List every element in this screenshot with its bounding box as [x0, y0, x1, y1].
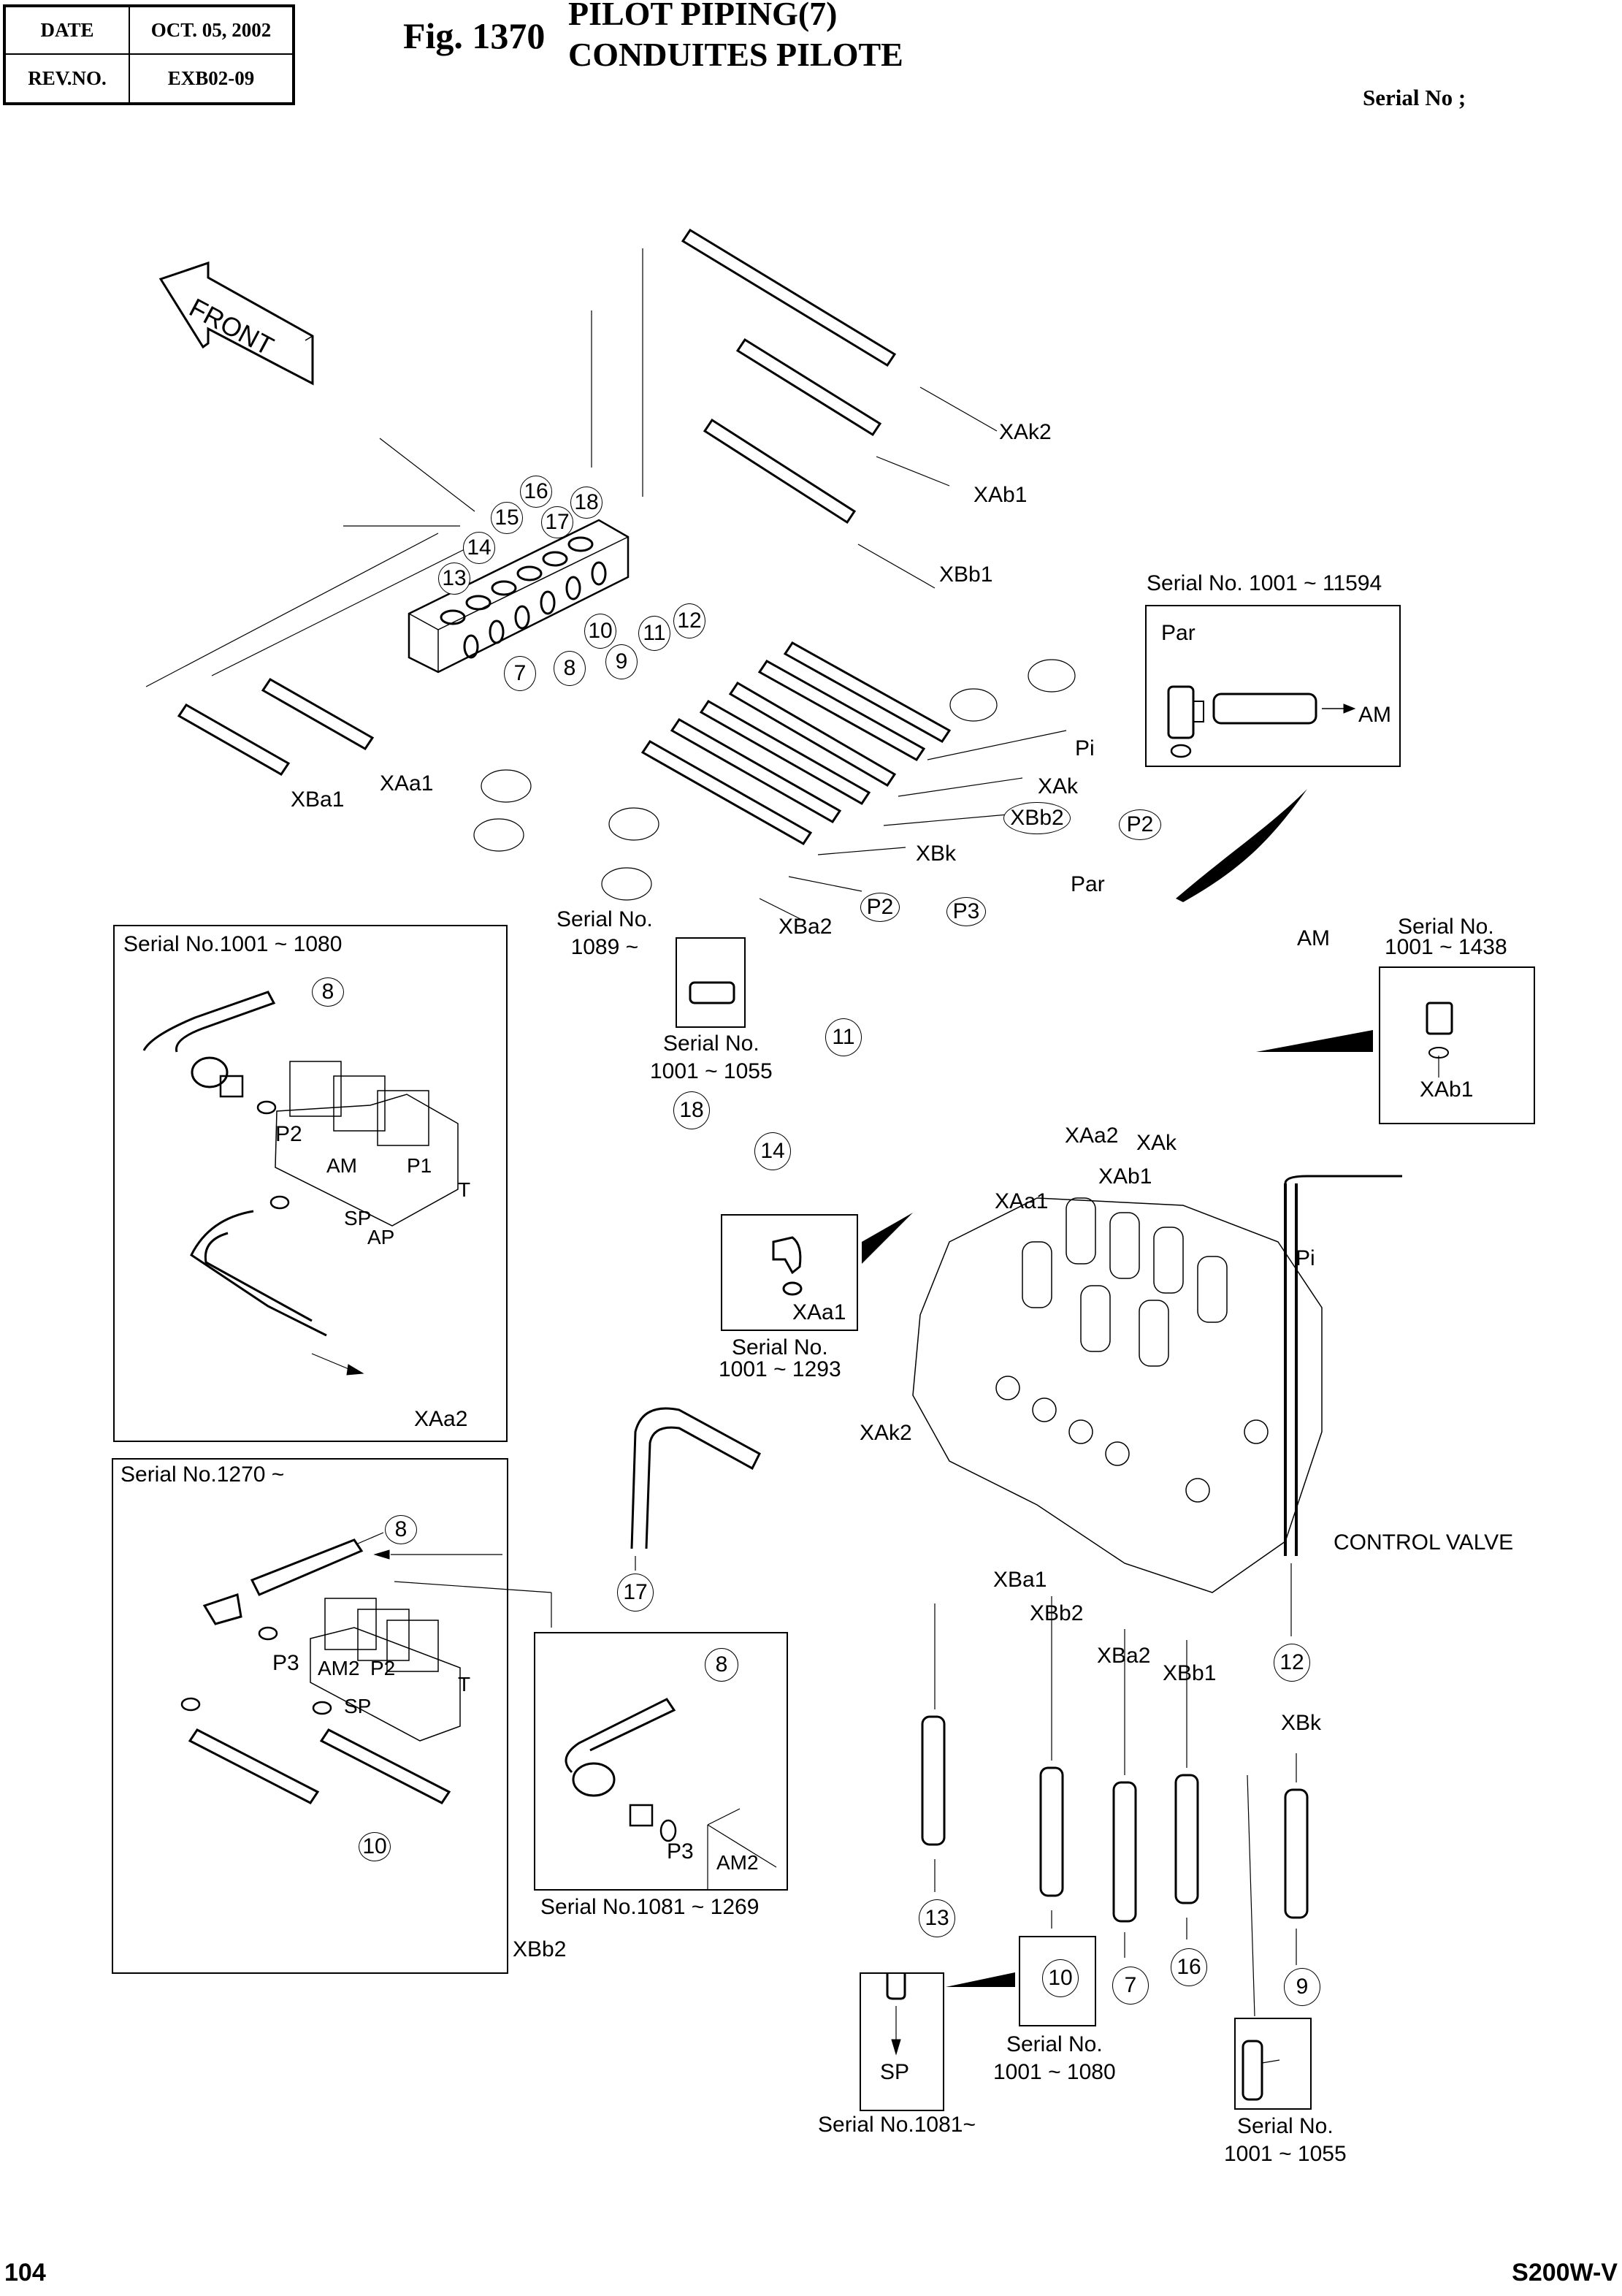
- port-label-par: Par: [1071, 872, 1105, 896]
- figure-number: Fig. 1370: [403, 15, 546, 56]
- callout-13: 13: [438, 562, 470, 595]
- port-bubble-p2-top: P2: [1119, 809, 1161, 840]
- front-arrow-icon: [158, 261, 314, 386]
- port-label-pi-top: Pi: [1075, 736, 1095, 760]
- port-label-xba1-left: XBa1: [291, 787, 345, 812]
- inset-1080-bottom-box: 10: [1019, 1936, 1096, 2026]
- port-label-xab1: XAb1: [1098, 1164, 1152, 1189]
- elbow-fitting-icon: [1426, 1002, 1453, 1078]
- port-label-xba2-top: XBa2: [779, 915, 833, 939]
- title-fr: CONDUITES PILOTE: [568, 36, 903, 73]
- port-label-xak: XAk: [1136, 1131, 1177, 1155]
- valve-block-icon: [142, 991, 459, 1376]
- leader-lines-top: [145, 248, 998, 687]
- leader-lines-mid: [473, 659, 1076, 921]
- serial-number-label: Serial No ;: [1363, 85, 1466, 110]
- inset-1055-bottom-box: [1234, 2018, 1312, 2110]
- valve-block-icon: [180, 1532, 502, 1804]
- inset-11594-box: Par AM: [1145, 605, 1401, 767]
- callout-7-bottom: 7: [1112, 1967, 1149, 2005]
- inset-1269-box: 8 P3 AM2: [534, 1632, 788, 1891]
- hoses-mid: [640, 641, 952, 845]
- callout-8: 8: [554, 651, 586, 686]
- inset-1080-left-box: Serial No.1001 ~ 1080 8 P2 AM P1 T SP AP…: [113, 925, 508, 1442]
- inset-1080-bottom-caption: Serial No. 1001 ~ 1080: [993, 2032, 1116, 2084]
- leader-lines-bottom: [394, 1556, 1297, 2017]
- revision-table: DATE OCT. 05, 2002 REV.NO. EXB02-09: [3, 4, 295, 105]
- inset-1270-box: Serial No.1270 ~ 8 10 P3 AM2 P2 T SP: [112, 1458, 508, 1974]
- hoses-bottom: [921, 1715, 1309, 1923]
- port-label-am: AM: [1297, 926, 1330, 950]
- hoses-top: [177, 228, 897, 776]
- callout-11: 11: [638, 616, 670, 651]
- inset-1269-caption: Serial No.1081 ~ 1269: [540, 1895, 760, 1919]
- callout-12-valve: 12: [1274, 1644, 1310, 1682]
- callout-17-valve: 17: [617, 1574, 654, 1612]
- port-label-xba2: XBa2: [1097, 1644, 1151, 1668]
- control-valve-body: [912, 1175, 1402, 1593]
- callout-16-bottom: 16: [1171, 1948, 1207, 1986]
- manifold-block: [408, 519, 630, 674]
- serial-1089-caption: Serial No. 1089 ~: [556, 907, 653, 959]
- callout-14-mid: 14: [754, 1132, 791, 1170]
- hose-end-icon: [886, 1974, 906, 2056]
- port-label-xbb1: XBb1: [1163, 1661, 1217, 1685]
- port-bubble-xbb2: XBb2: [1003, 802, 1071, 834]
- inset-1055-bottom-caption: Serial No. 1001 ~ 1055: [1224, 2114, 1347, 2166]
- tee-fitting-icon: [1167, 685, 1356, 758]
- port-label-xak-top: XAk: [1038, 774, 1079, 798]
- port-label-xak2-valve: XAk2: [860, 1421, 912, 1445]
- inset-1438-caption: Serial No. 1001 ~ 1438: [1385, 915, 1507, 959]
- callout-12: 12: [673, 603, 705, 638]
- callout-18: 18: [570, 487, 602, 519]
- page-number: 104: [4, 2259, 46, 2287]
- inset-1055-top-box: [676, 937, 746, 1028]
- callout-14: 14: [463, 532, 495, 564]
- callout-9-bottom: 9: [1284, 1968, 1320, 2006]
- port-label-xak2: XAk2: [999, 420, 1052, 444]
- port-label-xbb2-inset: XBb2: [513, 1937, 567, 1961]
- inset-1293-box: XAa1: [721, 1214, 858, 1331]
- port-label-xbk: XBk: [1281, 1711, 1322, 1735]
- port-label-xaa1: XAa1: [995, 1189, 1049, 1213]
- callout-10: 10: [584, 614, 616, 649]
- inset-pointers: [862, 789, 1373, 1987]
- port-label-xbb1-top: XBb1: [939, 562, 993, 587]
- rev-label: REV.NO.: [6, 55, 130, 102]
- date-label: DATE: [6, 7, 130, 55]
- callout-18-mid: 18: [673, 1091, 710, 1129]
- inset-1293-caption: Serial No. 1001 ~ 1293: [719, 1335, 841, 1381]
- title-en: PILOT PIPING(7): [568, 0, 838, 32]
- inset-1081-box: SP: [860, 1972, 944, 2111]
- port-label-xbk-top: XBk: [916, 842, 957, 866]
- port-label-xab1-top: XAb1: [973, 483, 1028, 507]
- callout-17: 17: [541, 506, 573, 538]
- callout-11-mid: 11: [825, 1018, 862, 1056]
- port-label-xba1: XBa1: [993, 1568, 1047, 1592]
- port-label-pi: Pi: [1296, 1246, 1315, 1270]
- date-value: OCT. 05, 2002: [130, 7, 292, 55]
- elbow-fitting-icon: [772, 1236, 803, 1296]
- port-label-xaa1-left: XAa1: [380, 771, 434, 796]
- port-label-xaa2: XAa2: [1065, 1124, 1119, 1148]
- port-label-xbb2: XBb2: [1030, 1601, 1084, 1625]
- callout-9: 9: [605, 644, 638, 679]
- pipe-17: [630, 1407, 761, 1549]
- port-bubble-p3-mid: P3: [946, 897, 986, 926]
- model-code: S200W-V: [1512, 2259, 1618, 2287]
- inset-1055-top-caption: Serial No. 1001 ~ 1055: [650, 1031, 773, 1083]
- plug-fitting-icon: [1242, 2040, 1280, 2101]
- elbow-hose-icon: [565, 1698, 777, 1889]
- inset-11594-caption: Serial No. 1001 ~ 11594: [1147, 571, 1382, 595]
- adapter-fitting-icon: [689, 981, 735, 1004]
- callout-7: 7: [504, 656, 536, 691]
- callout-15: 15: [491, 502, 523, 534]
- port-bubble-p2-mid: P2: [860, 893, 900, 922]
- callout-16: 16: [520, 476, 552, 508]
- inset-1438-box: XAb1: [1379, 966, 1535, 1124]
- inset-1081-caption: Serial No.1081~: [818, 2113, 976, 2137]
- rev-value: EXB02-09: [167, 67, 255, 89]
- callout-13-bottom: 13: [919, 1899, 955, 1937]
- control-valve-label: CONTROL VALVE: [1334, 1530, 1514, 1555]
